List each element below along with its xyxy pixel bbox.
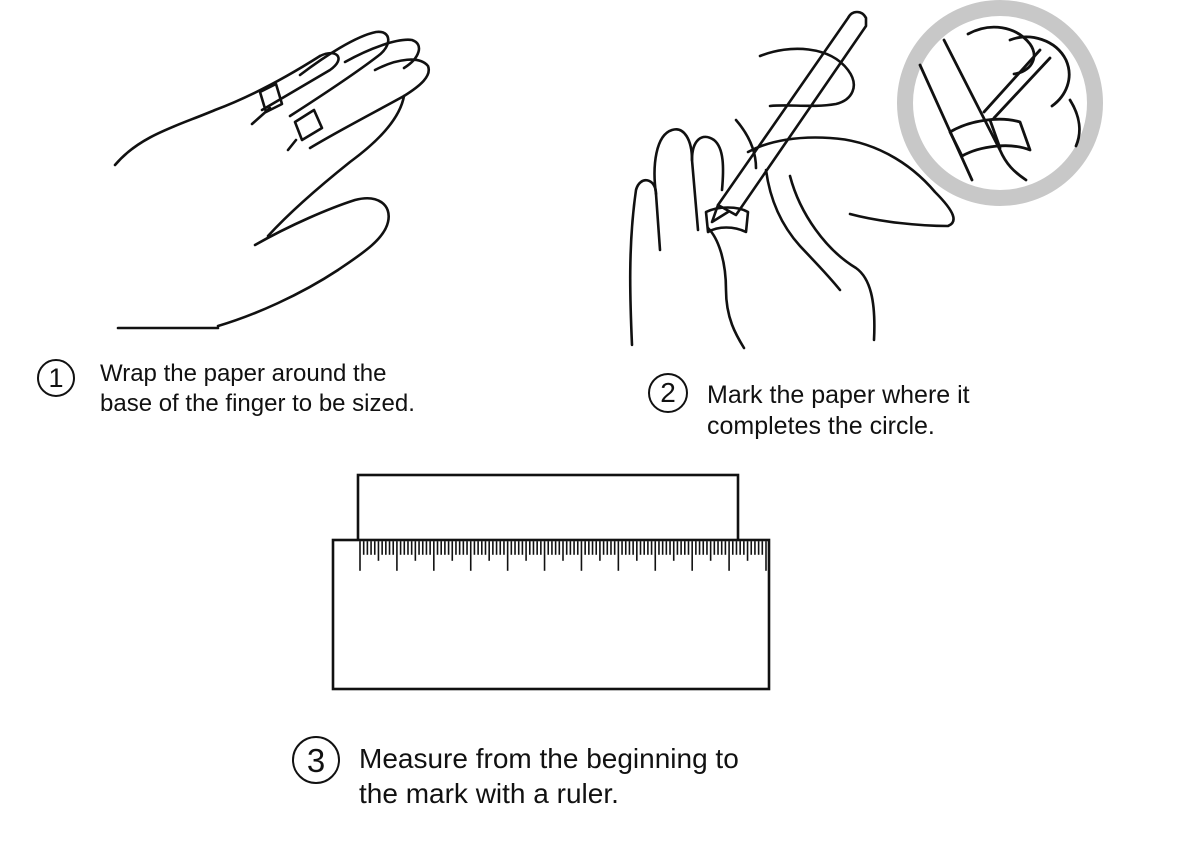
hand-thumb-outline: [216, 197, 390, 328]
step-instruction-line: Mark the paper where it: [707, 381, 970, 409]
ring-band: [704, 206, 750, 234]
hand-outline: [653, 128, 700, 232]
step-2: 2 Mark the paper where it completes the …: [648, 373, 970, 443]
step-instruction-line: Wrap the paper around the: [100, 360, 387, 387]
step-instruction-line: the mark with a ruler.: [359, 778, 619, 809]
pen-tip: [710, 203, 730, 224]
hand-palm-outline: [113, 54, 322, 167]
hand-outline: [628, 179, 662, 347]
step-instruction-line: completes the circle.: [707, 412, 935, 441]
step-instruction-line: base of the finger to be sized.: [100, 390, 415, 417]
paper-strip: [286, 138, 298, 152]
writing-hand-outline: [764, 168, 842, 292]
zoomed-pen: [992, 56, 1052, 120]
writing-hand-outline: [788, 174, 876, 342]
paper-strip: [250, 106, 272, 126]
step-instruction: Wrap the paper around the base of the fi…: [100, 359, 415, 419]
pen-body: [716, 10, 868, 217]
zoomed-paper-strip: [948, 117, 1032, 158]
step-number-badge: 1: [37, 359, 75, 397]
step-instruction: Measure from the beginning to the mark w…: [359, 741, 739, 811]
hand-mark-illustration: [628, 10, 955, 350]
magnifier-inset: [897, 0, 1103, 206]
zoomed-finger-outline: [1008, 35, 1071, 108]
step-1: 1 Wrap the paper around the base of the …: [37, 359, 415, 419]
paper-strip-on-ruler: [356, 473, 740, 547]
hand-side-outline: [266, 94, 406, 238]
ruler-illustration: [331, 473, 771, 691]
writing-hand-outline: [746, 136, 955, 228]
ruler-ticks: [359, 541, 767, 571]
magnifier-ring: [897, 0, 1103, 206]
step-instruction: Mark the paper where it completes the ci…: [707, 380, 970, 443]
writing-hand-outline: [758, 47, 855, 108]
zoomed-pen: [982, 48, 1042, 114]
hand-finger-outline: [288, 30, 390, 118]
hand-finger-outline: [260, 51, 340, 112]
zoomed-finger-outline: [966, 25, 1036, 76]
hand-wrap-illustration: [113, 30, 431, 330]
hand-outline: [706, 226, 746, 350]
step-number-badge: 2: [648, 373, 688, 413]
paper-strip: [293, 108, 324, 142]
paper-strip: [258, 82, 284, 114]
zoomed-paper-strip: [988, 118, 1002, 150]
writing-hand-outline: [734, 118, 758, 170]
step-instruction-line: Measure from the beginning to: [359, 743, 739, 774]
hand-finger-outline: [343, 38, 421, 70]
step-3: 3 Measure from the beginning to the mark…: [292, 733, 739, 811]
zoomed-finger-outline: [942, 38, 1028, 182]
zoomed-finger-outline: [918, 63, 974, 182]
step-number-badge: 3: [292, 736, 340, 784]
ruler-body: [331, 538, 771, 691]
hand-outline: [690, 135, 725, 192]
zoomed-finger-outline: [1068, 98, 1081, 148]
hand-finger-outline: [308, 58, 431, 150]
